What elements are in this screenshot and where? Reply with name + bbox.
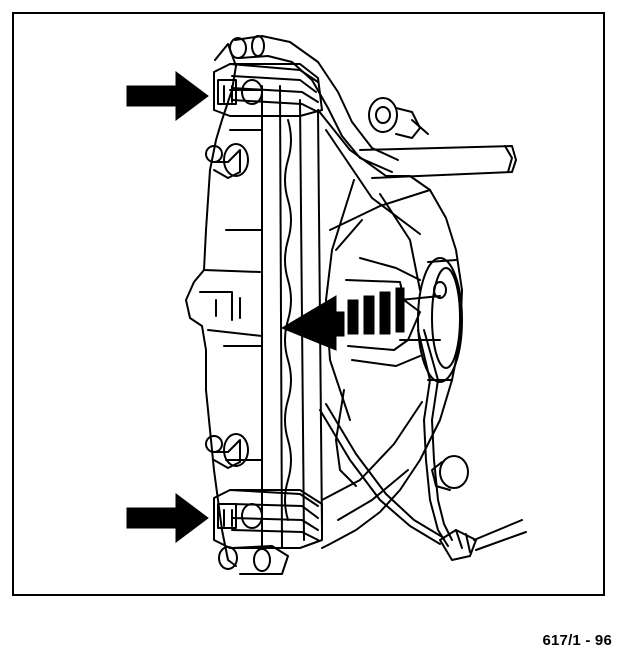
figure-caption: 617/1 - 96 [542,632,612,649]
wiring-harness [319,329,453,547]
upper-mounting-clip-arrow [126,71,209,121]
upper-mounting-clip [213,63,323,117]
electrical-connector [439,519,527,561]
lower-mounting-clip-arrow [126,493,209,543]
center-pointer-arrow [280,287,405,351]
fan-motor-hub [399,257,463,383]
mounting-bar [359,145,517,179]
lower-hose-stub [218,545,289,575]
fan-blades [345,257,421,367]
lower-mounting-clip [213,489,323,549]
side-knob [431,455,469,491]
radiator-left-tank [185,43,263,567]
lower-peg [205,433,249,469]
upper-peg [205,143,249,179]
sensor-knob [368,97,429,139]
